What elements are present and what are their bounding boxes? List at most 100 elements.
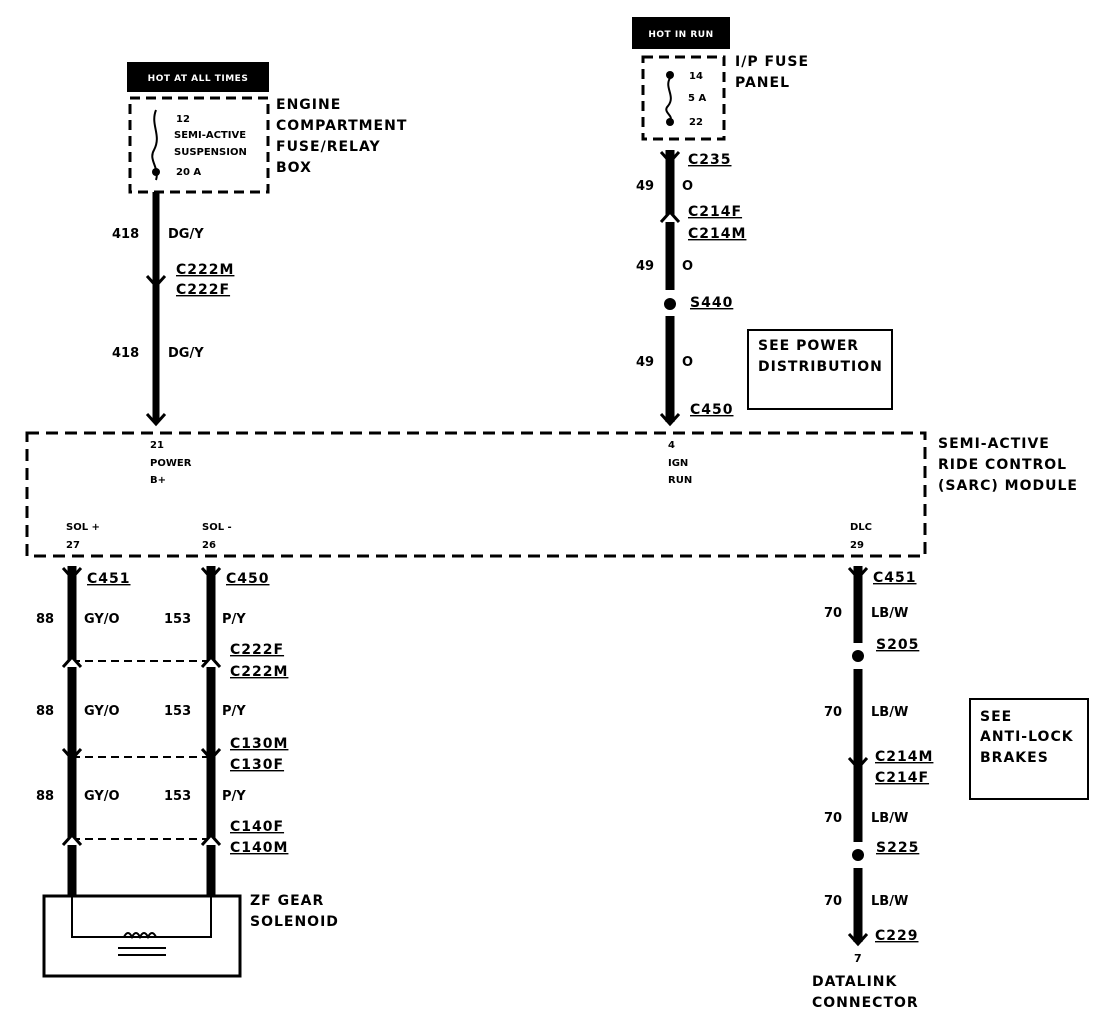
- pin21-label-line1: POWER: [150, 458, 192, 469]
- connector-c450-top: C450: [690, 402, 734, 418]
- connector-c214f: C214F: [688, 204, 742, 220]
- connector-c214m: C214M: [688, 226, 746, 242]
- circuit-49-number: 49: [636, 179, 654, 194]
- connector-c450-arrow-top: [659, 412, 681, 427]
- circuit-88-color: GY/O: [84, 612, 120, 627]
- pin29-label: DLC: [850, 522, 872, 533]
- connector-c450-bottom: C450: [226, 571, 270, 587]
- ip-fuse-top-terminal: [666, 71, 674, 79]
- circuit-153-color-3: P/Y: [222, 789, 246, 804]
- pin27-number: 27: [66, 540, 80, 551]
- connector-c214f-bottom: C214F: [875, 770, 929, 786]
- connector-c130m: C130M: [230, 736, 288, 752]
- circuit-153-number-3: 153: [164, 789, 191, 804]
- connector-c229: C229: [875, 928, 919, 944]
- connector-c140m: C140M: [230, 840, 288, 856]
- circuit-153-color-2: P/Y: [222, 704, 246, 719]
- connector-c235: C235: [688, 152, 732, 168]
- ip-panel-label-line2: PANEL: [735, 75, 790, 91]
- hot-in-run-label: HOT IN RUN: [648, 30, 713, 40]
- circuit-88-color-3: GY/O: [84, 789, 120, 804]
- circuit-70-number-4: 70: [824, 894, 842, 909]
- circuit-88-number-3: 88: [36, 789, 54, 804]
- pin21-number: 21: [150, 440, 164, 451]
- see-anti-lock-brakes-box: [969, 698, 1089, 800]
- see-power-distribution-box: [747, 329, 893, 410]
- circuit-49-color-2: O: [682, 259, 693, 274]
- engine-fuse-box-outline: [128, 96, 270, 194]
- module-name-line2: RIDE CONTROL: [938, 457, 1067, 473]
- sarc-module-outline: [25, 431, 927, 558]
- connector-c222m-bottom: C222M: [230, 664, 288, 680]
- connector-c222f-bottom: C222F: [230, 642, 284, 658]
- circuit-49-color: O: [682, 179, 693, 194]
- connector-c450-arrow-bottom: [200, 566, 222, 581]
- hot-in-run-label-box: [632, 17, 730, 49]
- solenoid-internal-loop: [71, 896, 212, 938]
- solenoid-label-line1: ZF GEAR: [250, 893, 324, 909]
- ip-fuse-box-outline: [641, 55, 726, 141]
- connector-c451-right: C451: [873, 570, 917, 586]
- module-name-line1: SEMI-ACTIVE: [938, 436, 1050, 452]
- ip-fuse-rating: 5 A: [688, 93, 706, 104]
- dlc-pin-number: 7: [854, 952, 862, 965]
- pin26-label: SOL -: [202, 522, 232, 533]
- see-power-line1: SEE POWER: [758, 338, 859, 354]
- connector-c222-arrow-right: [200, 654, 222, 669]
- connector-c140-arrow-right: [200, 832, 222, 847]
- see-power-line2: DISTRIBUTION: [758, 359, 883, 375]
- connector-c140f: C140F: [230, 819, 284, 835]
- circuit-70-color-2: LB/W: [871, 705, 908, 720]
- connector-c451-left: C451: [87, 571, 131, 587]
- connector-c229-arrow: [847, 932, 869, 947]
- ip-fuse-icon: [665, 77, 672, 121]
- connector-c222-arrow-left: [61, 654, 83, 669]
- pin4-number: 4: [668, 440, 675, 451]
- fuse-name-line1: SEMI-ACTIVE: [174, 130, 246, 141]
- see-abs-line3: BRAKES: [980, 750, 1049, 766]
- pin29-number: 29: [850, 540, 864, 551]
- pin4-label-line2: RUN: [668, 475, 692, 486]
- module-pin21-arrow: [145, 412, 167, 427]
- dlc-label-line2: CONNECTOR: [812, 995, 919, 1011]
- circuit-418-number-2: 418: [112, 346, 139, 361]
- splice-s225: S225: [876, 840, 919, 856]
- engine-box-label-line2: COMPARTMENT: [276, 118, 407, 134]
- circuit-49-number-2: 49: [636, 259, 654, 274]
- engine-box-label-line1: ENGINE: [276, 97, 341, 113]
- dlc-label-line1: DATALINK: [812, 974, 898, 990]
- circuit-153-number: 153: [164, 612, 191, 627]
- circuit-88-color-2: GY/O: [84, 704, 120, 719]
- circuit-70-color: LB/W: [871, 606, 908, 621]
- connector-c222f: C222F: [176, 282, 230, 298]
- connector-c222-arrow: [145, 274, 167, 289]
- circuit-153-color: P/Y: [222, 612, 246, 627]
- module-name-line3: (SARC) MODULE: [938, 478, 1078, 494]
- connector-c130f: C130F: [230, 757, 284, 773]
- connector-c235-arrow: [659, 150, 681, 165]
- ip-fuse-pin-bottom: 22: [689, 117, 703, 128]
- circuit-70-color-4: LB/W: [871, 894, 908, 909]
- splice-s205: S205: [876, 637, 919, 653]
- circuit-70-number: 70: [824, 606, 842, 621]
- connector-c214-arrow-bottom: [847, 756, 869, 771]
- ip-fuse-pin-top: 14: [689, 71, 703, 82]
- connector-c130-arrow-right: [200, 747, 222, 762]
- circuit-153-number-2: 153: [164, 704, 191, 719]
- connector-c451-arrow-left: [61, 566, 83, 581]
- circuit-418-color: DG/Y: [168, 227, 204, 242]
- pin21-label-line2: B+: [150, 475, 166, 486]
- connector-c214m-bottom: C214M: [875, 749, 933, 765]
- engine-box-label-line4: BOX: [276, 160, 312, 176]
- see-abs-line1: SEE: [980, 709, 1012, 725]
- splice-s440-dot: [664, 298, 676, 310]
- pin4-label-line1: IGN: [668, 458, 688, 469]
- solenoid-label-line2: SOLENOID: [250, 914, 339, 930]
- fuse-terminal-dot: [152, 168, 160, 176]
- circuit-70-number-3: 70: [824, 811, 842, 826]
- engine-box-label-line3: FUSE/RELAY: [276, 139, 381, 155]
- pin26-number: 26: [202, 540, 216, 551]
- connector-c451-arrow-right: [847, 566, 869, 581]
- connector-c214-arrow: [659, 209, 681, 224]
- ip-fuse-bottom-terminal: [666, 118, 674, 126]
